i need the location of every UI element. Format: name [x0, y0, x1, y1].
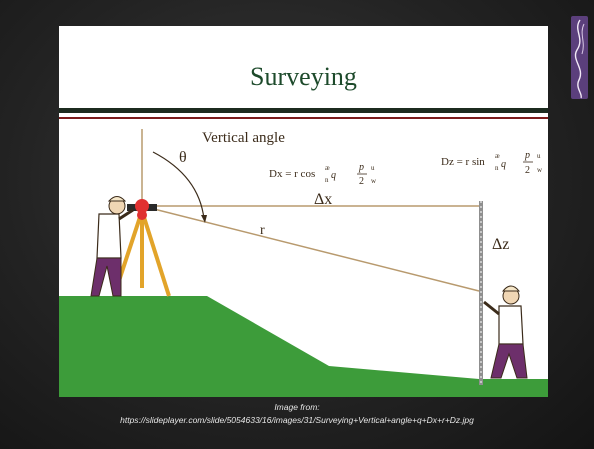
angle-arc	[152, 151, 205, 220]
slide-panel: Surveying	[59, 26, 548, 397]
slide-title: Surveying	[250, 62, 357, 91]
dz-formula-p: p	[524, 150, 530, 161]
dz-formula-2: 2	[525, 165, 530, 176]
image-source-label: Image from:	[274, 402, 320, 412]
dz-formula-q: q	[501, 159, 506, 170]
surveying-diagram: Vertical angle θ Δx r Δz Dx = r cos æ n …	[59, 129, 548, 397]
dz-formula-n: n	[495, 164, 499, 172]
surveyor-figure-right	[483, 285, 528, 379]
vertical-angle-label: Vertical angle	[202, 130, 285, 146]
dx-formula-p: p	[358, 162, 364, 173]
dx-formula-q: q	[331, 170, 336, 181]
ground-terrain	[59, 296, 548, 397]
slope-line-r	[141, 205, 480, 292]
dz-formula-w: w	[537, 166, 543, 174]
dx-formula-u: u	[371, 164, 375, 172]
dx-formula-text: Dx = r cos	[269, 168, 315, 180]
delta-z-label: Δz	[492, 236, 509, 253]
dz-formula-text: Dz = r sin	[441, 156, 485, 168]
dx-formula-w: w	[371, 177, 377, 185]
dx-formula-2: 2	[359, 176, 364, 187]
r-label: r	[260, 223, 265, 238]
swirl-icon	[574, 19, 585, 99]
surveyor-figure-left	[90, 196, 134, 297]
decorative-swirl-banner	[571, 16, 588, 99]
dz-formula-u: u	[537, 152, 541, 160]
dx-formula-ae: æ	[325, 164, 330, 172]
image-source-url: https://slideplayer.com/slide/5054633/16…	[120, 415, 474, 425]
dx-formula-n: n	[325, 176, 329, 184]
angle-arrowhead	[201, 215, 207, 223]
title-divider-red	[59, 117, 548, 119]
tripod	[112, 199, 171, 297]
delta-x-label: Δx	[314, 191, 332, 208]
dz-formula-ae: æ	[495, 152, 500, 160]
theta-label: θ	[179, 149, 187, 166]
title-divider-dark	[59, 108, 548, 113]
